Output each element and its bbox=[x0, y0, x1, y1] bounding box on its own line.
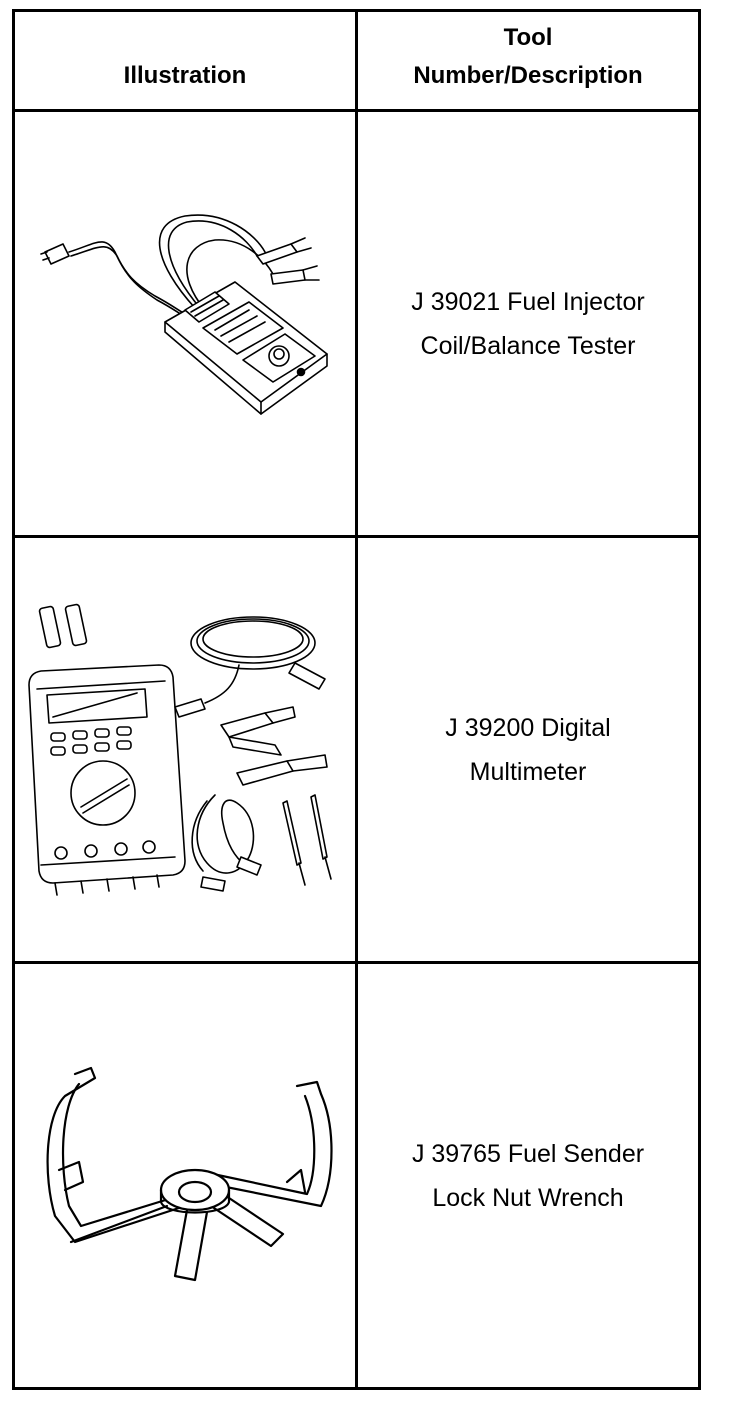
lock-nut-wrench-illustration bbox=[35, 1066, 335, 1286]
illustration-header-label: Illustration bbox=[123, 62, 247, 89]
description-cell: J 39765 Fuel Sender Lock Nut Wrench bbox=[355, 961, 701, 1390]
tool-description-line: Coil/Balance Tester bbox=[420, 331, 636, 360]
tool-number-line: J 39021 Fuel Injector bbox=[411, 287, 645, 316]
digital-multimeter-illustration bbox=[25, 595, 345, 905]
table-row: J 39765 Fuel Sender Lock Nut Wrench bbox=[12, 961, 701, 1390]
illustration-cell bbox=[12, 961, 358, 1390]
table-row: J 39021 Fuel Injector Coil/Balance Teste… bbox=[12, 109, 701, 538]
tool-header-line1: Tool bbox=[503, 24, 553, 51]
illustration-cell bbox=[12, 109, 358, 538]
illustration-header: Illustration bbox=[12, 9, 358, 112]
tool-number-line: J 39200 Digital bbox=[445, 713, 611, 742]
tool-number-line: J 39765 Fuel Sender bbox=[411, 1139, 645, 1168]
tool-description-line: Multimeter bbox=[469, 757, 587, 786]
illustration-cell bbox=[12, 535, 358, 964]
table-row: J 39200 Digital Multimeter bbox=[12, 535, 701, 964]
tool-description-line: Lock Nut Wrench bbox=[432, 1183, 624, 1212]
fuel-injector-tester-illustration bbox=[35, 204, 335, 444]
tool-header: Tool Number/Description bbox=[355, 9, 701, 112]
description-cell: J 39200 Digital Multimeter bbox=[355, 535, 701, 964]
tool-header-line2: Number/Description bbox=[413, 62, 643, 89]
description-cell: J 39021 Fuel Injector Coil/Balance Teste… bbox=[355, 109, 701, 538]
header-row: Illustration Tool Number/Description bbox=[12, 9, 701, 112]
special-tools-table: Illustration Tool Number/Description bbox=[12, 9, 701, 1390]
